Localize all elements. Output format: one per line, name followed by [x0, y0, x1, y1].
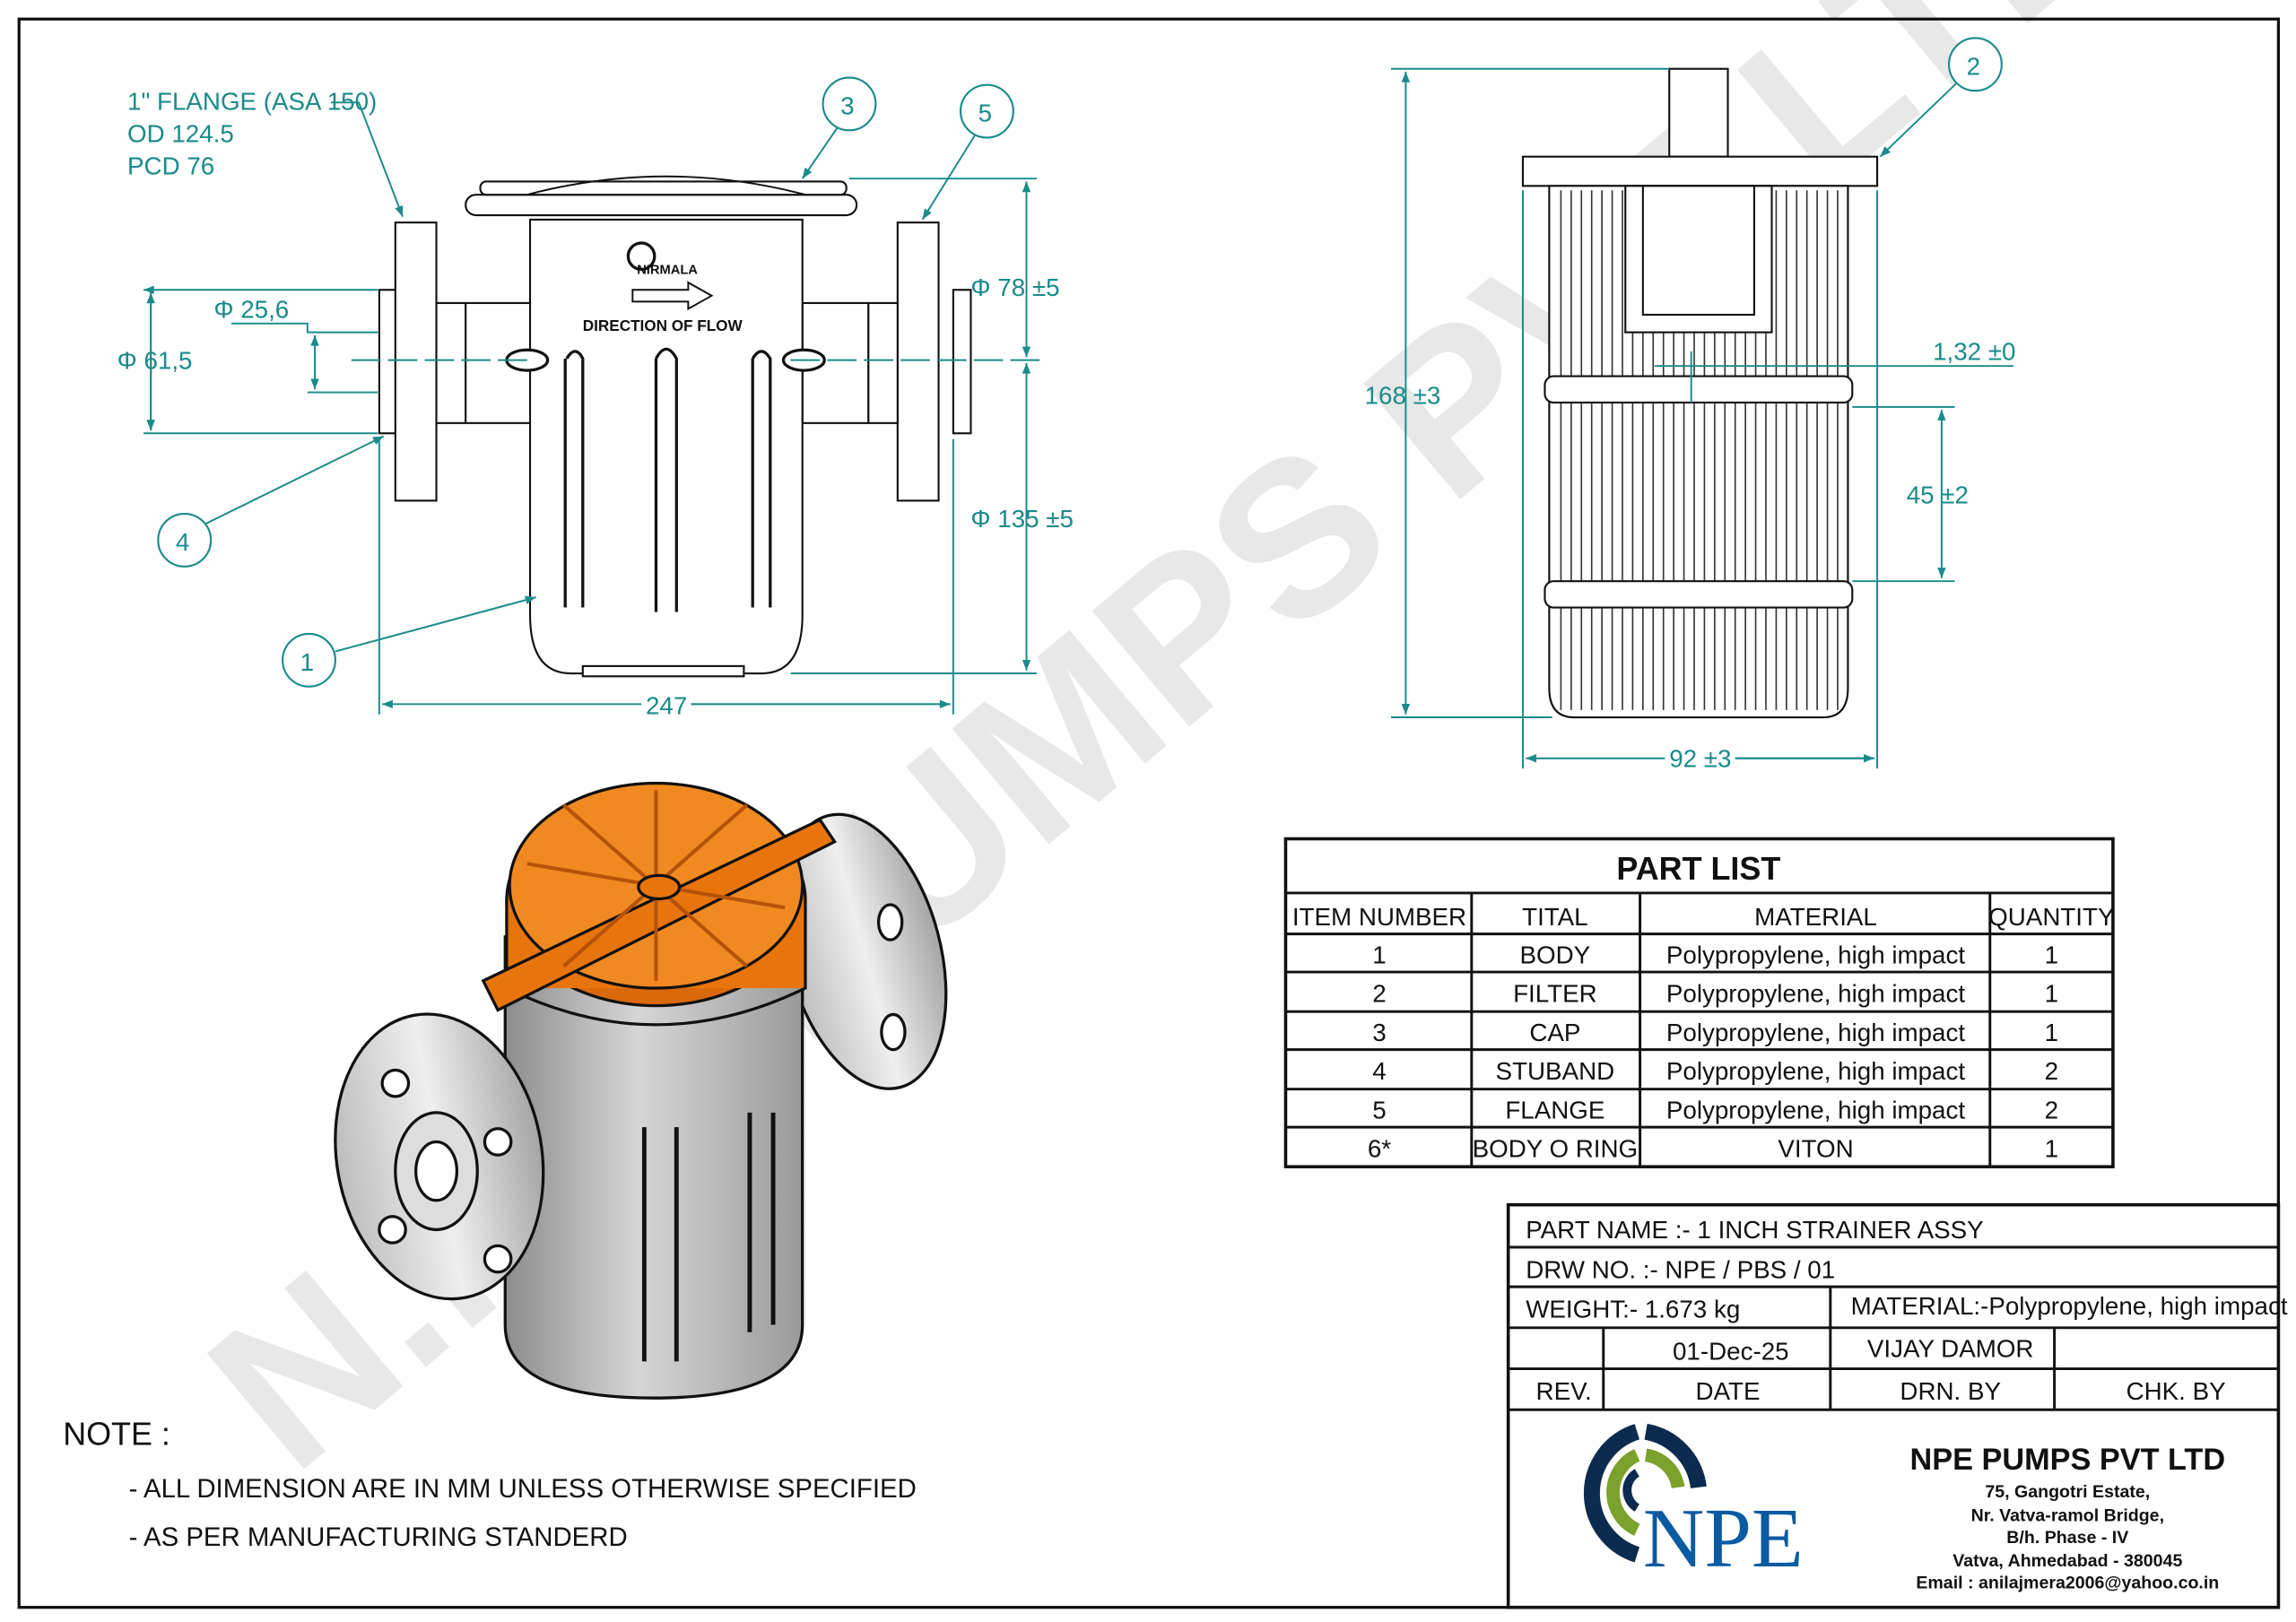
- flow-direction-text: DIRECTION OF FLOW: [583, 317, 744, 334]
- svg-text:1: 1: [300, 648, 314, 676]
- balloon-3: 3: [801, 76, 877, 179]
- checked-by-label: CHK. BY: [2126, 1377, 2226, 1405]
- weight: WEIGHT:- 1.673 kg: [1526, 1295, 1740, 1323]
- table-cell: 1: [2045, 941, 2058, 968]
- svg-text:4: 4: [176, 528, 189, 556]
- table-row: 2 FILTER Polypropylene, high impact 1: [1372, 980, 2058, 1008]
- dim-slot-gap: 1,32 ±0: [1933, 338, 2015, 366]
- dim-overall-width: 247: [646, 692, 687, 720]
- table-cell: 2: [2045, 1096, 2058, 1123]
- rev-label: REV.: [1536, 1377, 1592, 1405]
- address-line-4: Vatva, Ahmedabad - 380045: [1952, 1551, 2182, 1571]
- balloon-5: 5: [921, 83, 1014, 221]
- email: Email : anilajmera2006@yahoo.co.in: [1916, 1573, 2219, 1592]
- company-name: NPE PUMPS PVT LTD: [1910, 1443, 2226, 1477]
- table-cell: Polypropylene, high impact: [1666, 1096, 1965, 1123]
- table-cell: Polypropylene, high impact: [1666, 980, 1965, 1008]
- balloon-4: 4: [157, 435, 385, 568]
- material: MATERIAL:-Polypropylene, high impact: [1851, 1292, 2288, 1320]
- table-cell: 3: [1372, 1019, 1386, 1046]
- table-row: 4 STUBAND Polypropylene, high impact 2: [1372, 1057, 2058, 1085]
- table-cell: VITON: [1778, 1135, 1853, 1163]
- address-line-1: 75, Gangotri Estate,: [1985, 1482, 2150, 1502]
- side-view-filter: 168 ±3 1,32 ±0 45 ±2 92 ±3 2: [1365, 37, 2015, 773]
- dim-inner-diameter: Φ 25,6: [213, 295, 289, 323]
- dim-bottom-diameter: Φ 135 ±5: [970, 505, 1074, 533]
- table-row: 6* BODY O RING VITON 1: [1368, 1135, 2058, 1163]
- table-cell: 1: [1372, 941, 1386, 968]
- table-cell: 2: [1372, 980, 1386, 1008]
- date-label: DATE: [1696, 1377, 1761, 1405]
- dim-top-diameter: Φ 78 ±5: [970, 273, 1059, 301]
- table-cell: BODY: [1520, 941, 1591, 968]
- svg-text:NPE: NPE: [1643, 1492, 1804, 1585]
- table-cell: 4: [1372, 1057, 1386, 1085]
- note-1: - ALL DIMENSION ARE IN MM UNLESS OTHERWI…: [129, 1474, 917, 1504]
- part-list-title: PART LIST: [1616, 850, 1780, 887]
- address-line-2: Nr. Vatva-ramol Bridge,: [1971, 1505, 2164, 1525]
- table-cell: 1: [2045, 1019, 2058, 1046]
- column-header-material: MATERIAL: [1754, 903, 1877, 931]
- column-header-item-number: ITEM NUMBER: [1292, 903, 1466, 931]
- table-cell: Polypropylene, high impact: [1666, 1019, 1965, 1046]
- part-name: PART NAME :- 1 INCH STRAINER ASSY: [1526, 1216, 1983, 1244]
- npe-logo: NPE: [1583, 1423, 1804, 1585]
- column-header-quantity: QUANTITY: [1988, 903, 2114, 931]
- flange-note-line-3: PCD 76: [127, 152, 214, 179]
- table-cell: FILTER: [1513, 980, 1597, 1008]
- balloon-1: 1: [282, 595, 536, 688]
- drawing-number: DRW NO. :- NPE / PBS / 01: [1526, 1255, 1835, 1283]
- dim-ring-pitch: 45 ±2: [1907, 481, 1969, 509]
- table-cell: 6*: [1368, 1135, 1391, 1163]
- dim-filter-width: 92 ±3: [1669, 745, 1731, 773]
- address-line-3: B/h. Phase - IV: [2006, 1528, 2128, 1548]
- notes-title: NOTE :: [63, 1415, 170, 1452]
- table-cell: 1: [2045, 1135, 2058, 1163]
- dim-outer-diameter: Φ 61,5: [117, 346, 193, 374]
- part-list-table: PART LIST ITEM NUMBER TITAL MATERIAL QUA…: [1283, 837, 2115, 1169]
- flange-note-line-2: OD 124.5: [127, 119, 234, 147]
- note-2: - AS PER MANUFACTURING STANDERD: [129, 1522, 628, 1552]
- date-value: 01-Dec-25: [1673, 1338, 1789, 1366]
- table-cell: Polypropylene, high impact: [1666, 941, 1965, 968]
- isometric-view: [334, 781, 948, 1400]
- table-cell: CAP: [1529, 1019, 1580, 1046]
- balloon-2: 2: [1879, 37, 2003, 158]
- table-cell: STUBAND: [1496, 1057, 1615, 1085]
- flange-note-line-1: 1" FLANGE (ASA 150): [127, 87, 377, 115]
- brand-text: NIRMALA: [637, 263, 698, 277]
- front-view: NIRMALA DIRECTION OF FLOW 1" FLANGE (ASA…: [117, 76, 1074, 720]
- title-block: PART NAME :- 1 INCH STRAINER ASSY DRW NO…: [1506, 1202, 2288, 1609]
- table-cell: 1: [2045, 980, 2058, 1008]
- sheet-border: [17, 17, 2281, 1609]
- table-row: 1 BODY Polypropylene, high impact 1: [1372, 941, 2058, 968]
- drawn-by-label: DRN. BY: [1900, 1377, 2001, 1405]
- table-cell: 2: [2045, 1057, 2058, 1085]
- column-header-title: TITAL: [1522, 903, 1588, 931]
- table-cell: FLANGE: [1505, 1096, 1605, 1123]
- svg-text:3: 3: [840, 91, 854, 119]
- nirmala-logo-icon: [626, 241, 657, 272]
- table-cell: BODY O RING: [1473, 1135, 1639, 1163]
- flow-arrow-icon: [631, 281, 714, 311]
- dim-filter-height: 168 ±3: [1365, 382, 1441, 410]
- table-row: 5 FLANGE Polypropylene, high impact 2: [1372, 1096, 2058, 1123]
- svg-text:2: 2: [1967, 52, 1980, 80]
- table-row: 3 CAP Polypropylene, high impact 1: [1372, 1019, 2058, 1046]
- table-cell: Polypropylene, high impact: [1666, 1057, 1965, 1085]
- drawn-by-value: VIJAY DAMOR: [1867, 1334, 2034, 1362]
- svg-text:5: 5: [978, 100, 992, 127]
- table-cell: 5: [1372, 1096, 1386, 1123]
